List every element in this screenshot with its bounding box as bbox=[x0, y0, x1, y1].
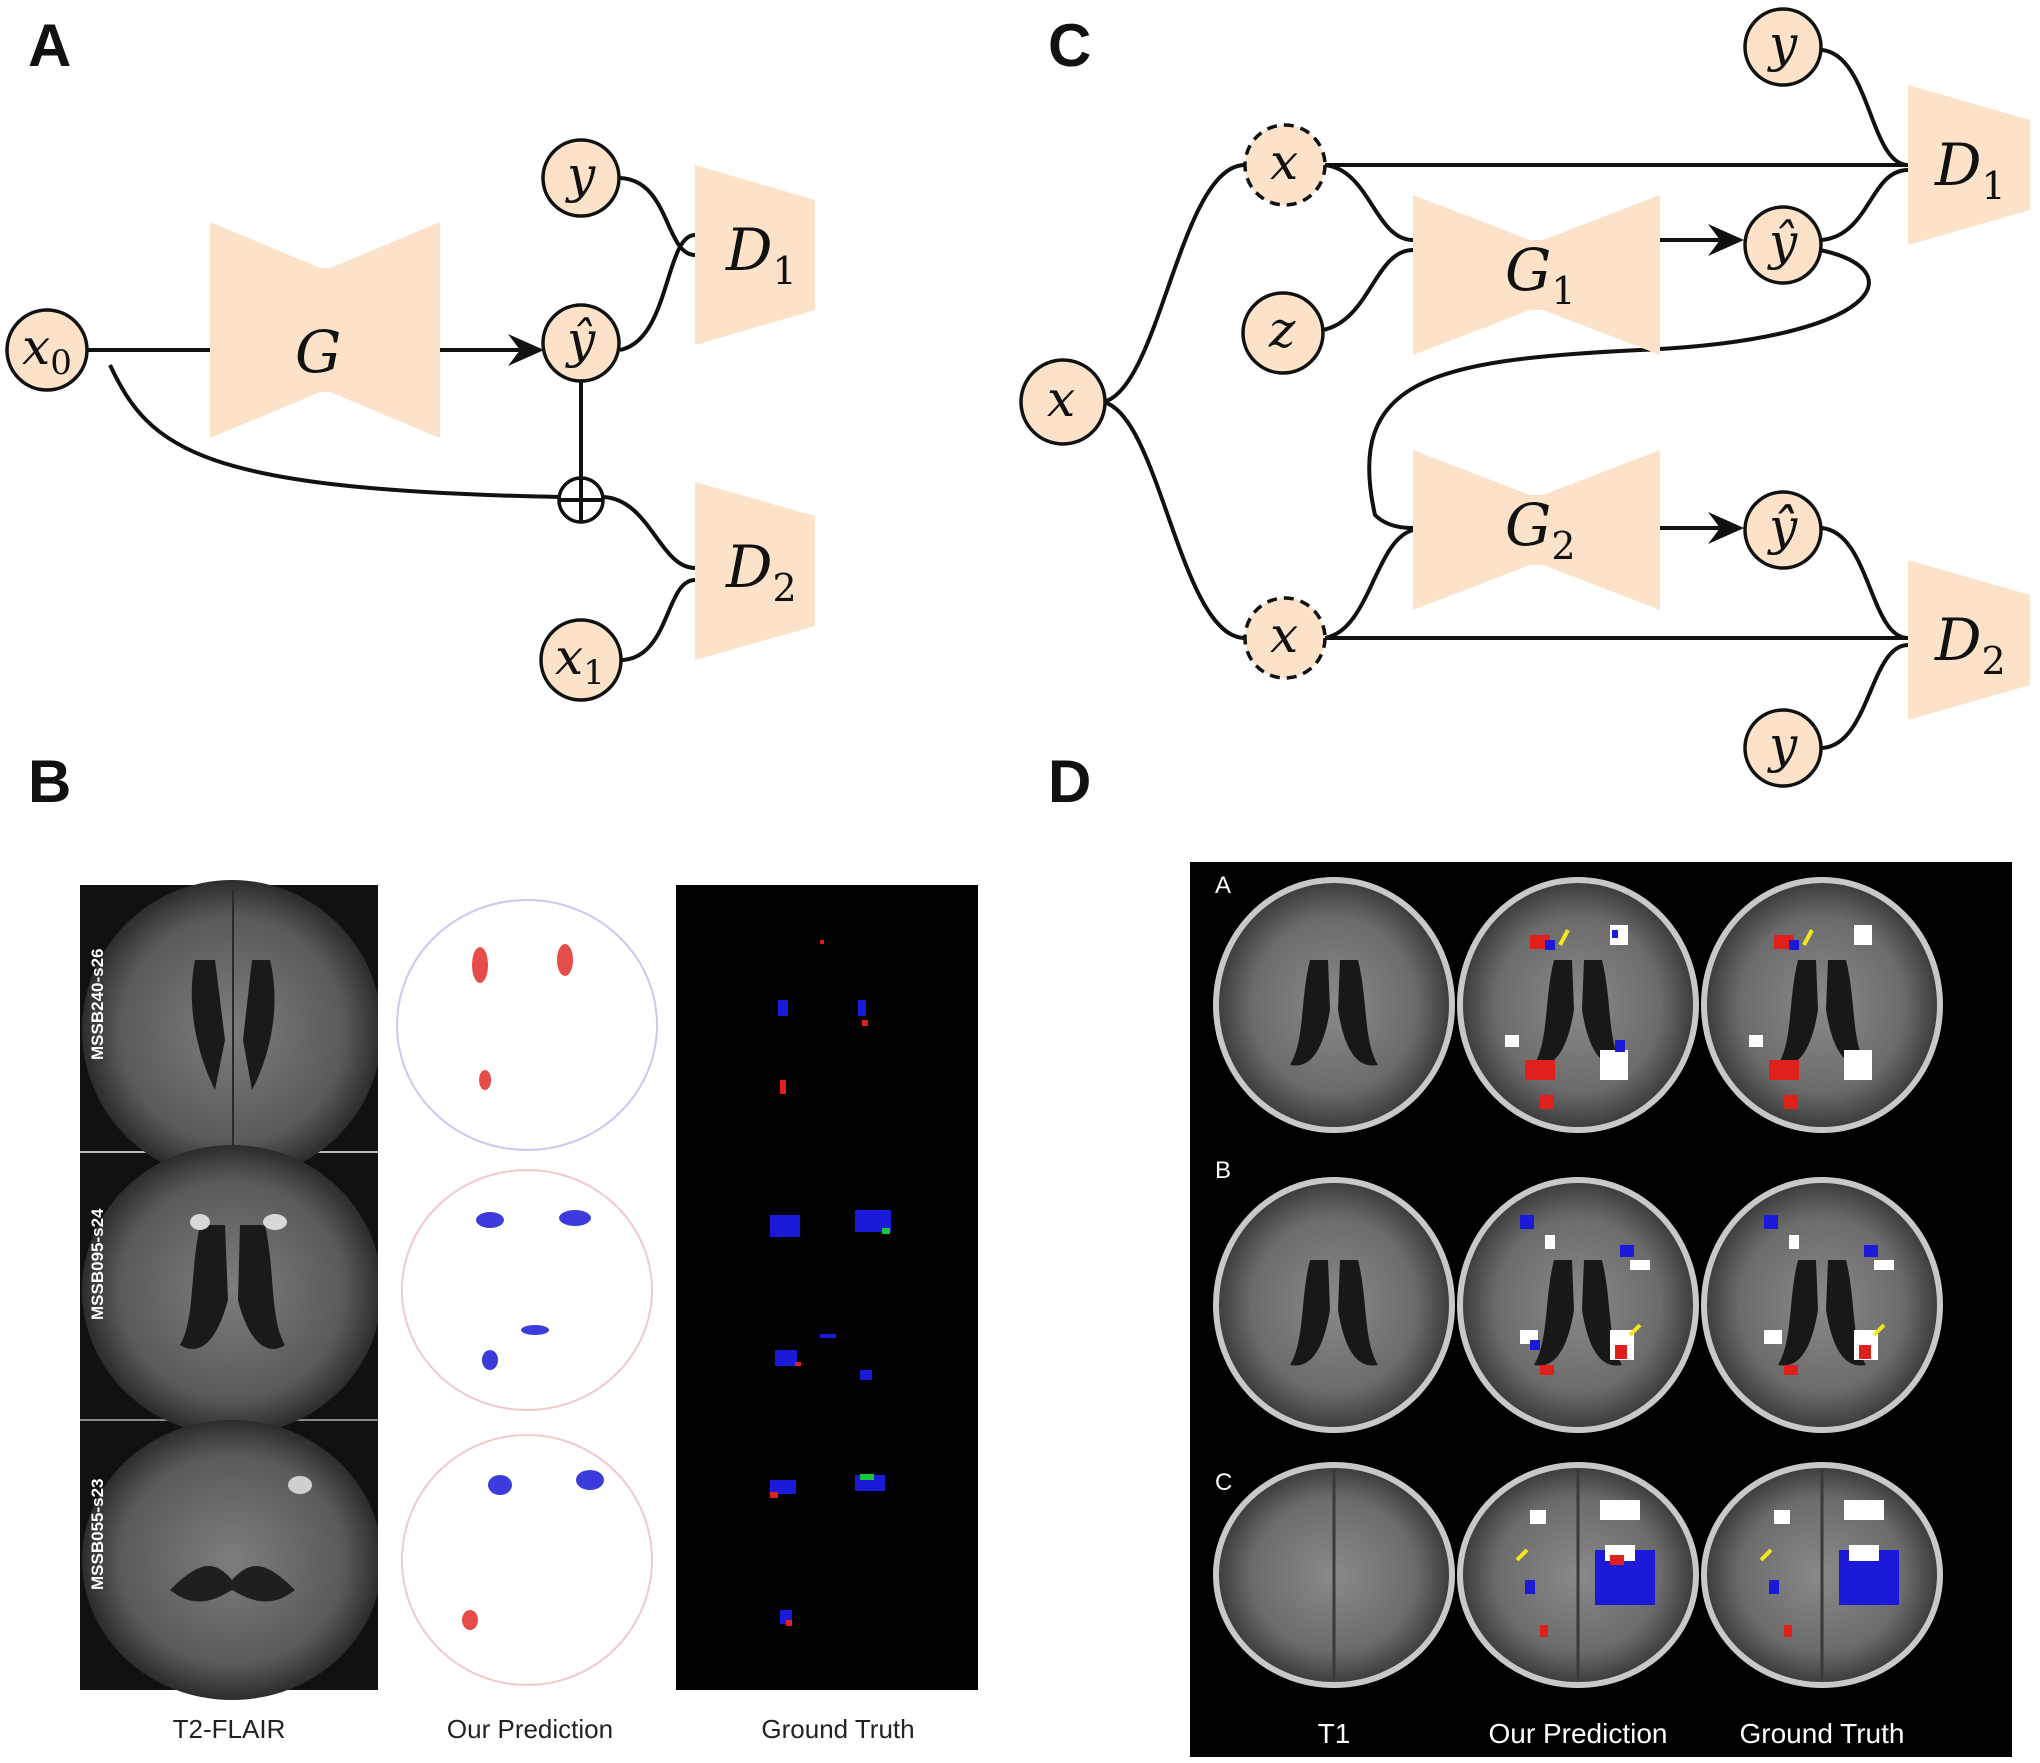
d2-c-label: D2 bbox=[1934, 606, 2006, 683]
wire-xtop-to-g1 bbox=[1324, 163, 1414, 242]
d-brain-row-b-ground-truth bbox=[1701, 1177, 1943, 1433]
d-brain-row-c-ground-truth bbox=[1701, 1462, 1943, 1688]
concat-plus-icon bbox=[559, 478, 603, 522]
generator-block-g2 bbox=[1413, 450, 1660, 610]
node-yhat bbox=[541, 303, 621, 383]
panel-letter-c: C bbox=[1048, 12, 1091, 79]
d-brain-row-c-t1 bbox=[1213, 1462, 1455, 1688]
discriminator-block-d2-c bbox=[1908, 560, 2030, 720]
g-label: G bbox=[295, 318, 341, 386]
wire-x1-to-d2 bbox=[619, 578, 696, 662]
discriminator-block-d1 bbox=[695, 165, 815, 345]
wire-yhathat-to-d2 bbox=[1821, 526, 1909, 640]
node-x-bottom-label: x bbox=[1270, 606, 1298, 664]
b-col-label-3: Ground Truth bbox=[761, 1714, 914, 1744]
node-x-bottom bbox=[1243, 596, 1327, 680]
d-col-label-1: T1 bbox=[1318, 1718, 1351, 1749]
node-x-top-label: x bbox=[1270, 133, 1298, 191]
wire-x-to-xbottom bbox=[1102, 400, 1246, 640]
wire-y-to-d1 bbox=[619, 176, 696, 257]
prediction-column-bg bbox=[378, 885, 676, 1690]
d-brain-row-b-t1 bbox=[1213, 1177, 1455, 1433]
d-row-letter-c: C bbox=[1215, 1469, 1232, 1496]
ground-truth-row-1 bbox=[778, 940, 868, 1094]
node-yhathat-c bbox=[1743, 490, 1823, 570]
ground-truth-column-bg bbox=[676, 885, 978, 1690]
panel-d-image-grid: A B C bbox=[1190, 862, 2012, 1757]
node-yhat-c-label: ŷ bbox=[1767, 213, 1798, 271]
ground-truth-row-3 bbox=[770, 1474, 885, 1626]
panel-letter-b: B bbox=[28, 748, 71, 815]
panel-c-diagram: G1 G2 D1 D2 x x x z ŷ ŷ̂ y y bbox=[1019, 7, 2030, 788]
wire-yhat-to-d1 bbox=[1821, 168, 1909, 242]
wire-z-to-g1 bbox=[1322, 248, 1414, 332]
ground-truth-row-2 bbox=[770, 1210, 891, 1380]
d1-label: D1 bbox=[725, 216, 797, 293]
node-x1 bbox=[539, 618, 623, 702]
wire-yhat-to-g2 bbox=[1367, 248, 1871, 530]
d-brain-row-b-prediction bbox=[1457, 1177, 1699, 1433]
row-tag-2: MSSB095-s24 bbox=[88, 1208, 107, 1320]
node-y-label: y bbox=[565, 146, 596, 204]
generator-block-g1 bbox=[1413, 195, 1660, 355]
node-z-label: z bbox=[1268, 301, 1296, 359]
node-x-input bbox=[1019, 358, 1107, 446]
d-brain-row-c-prediction bbox=[1457, 1462, 1699, 1688]
d1-c-label: D1 bbox=[1934, 131, 2006, 208]
node-yhathat-c-label: ŷ̂ bbox=[1767, 498, 1798, 556]
b-col-label-2: Our Prediction bbox=[447, 1714, 613, 1744]
generator-block-g bbox=[210, 222, 440, 438]
node-y-top-c-label: y bbox=[1767, 15, 1798, 73]
node-yhat-c bbox=[1743, 205, 1823, 285]
discriminator-block-d1-c bbox=[1908, 85, 2030, 245]
wire-yhat-to-d1 bbox=[619, 233, 696, 352]
row-tag-1: MSSB240-s26 bbox=[88, 948, 107, 1060]
node-y-bottom-c-label: y bbox=[1767, 716, 1798, 774]
d-row-letter-b: B bbox=[1215, 1157, 1231, 1184]
panel-letter-d: D bbox=[1048, 748, 1091, 815]
node-x0-label: x0 bbox=[22, 318, 72, 383]
d-brain-row-a-prediction bbox=[1457, 877, 1699, 1133]
flair-brain-row-3 bbox=[82, 1420, 382, 1700]
d-col-label-2: Our Prediction bbox=[1489, 1718, 1668, 1749]
g2-label: G2 bbox=[1505, 491, 1576, 568]
wire-ytop-to-d1 bbox=[1821, 48, 1909, 167]
node-y-bottom-c bbox=[1743, 708, 1823, 788]
node-y-top-c bbox=[1743, 7, 1823, 87]
wire-concat-to-d2 bbox=[603, 495, 696, 570]
prediction-brain-row-1 bbox=[396, 899, 658, 1151]
d-brain-row-a-t1 bbox=[1213, 877, 1455, 1133]
flair-brain-row-2 bbox=[82, 1145, 382, 1435]
wire-xbottom-to-g2 bbox=[1324, 528, 1414, 640]
wire-x0-to-concat bbox=[108, 364, 561, 499]
discriminator-block-d2 bbox=[695, 482, 815, 660]
row-tag-3: MSSB055-s23 bbox=[88, 1478, 107, 1590]
wire-x-to-xtop bbox=[1102, 163, 1246, 404]
panel-b-image-grid: MSSB240-s26 MSSB095-s24 MSSB055-s23 bbox=[80, 880, 978, 1744]
node-x-input-label: x bbox=[1047, 370, 1075, 428]
d-row-letter-a: A bbox=[1215, 872, 1231, 899]
d-col-label-3: Ground Truth bbox=[1740, 1718, 1905, 1749]
flair-brain-row-1 bbox=[82, 880, 382, 1180]
node-x0 bbox=[5, 308, 89, 392]
node-yhat-label: ŷ bbox=[565, 311, 596, 369]
node-x1-label: x1 bbox=[555, 628, 605, 693]
wire-ybottom-to-d2 bbox=[1821, 643, 1909, 750]
node-z bbox=[1241, 291, 1325, 375]
node-x-top bbox=[1243, 123, 1327, 207]
panel-a-diagram: G D1 D2 x0 y ŷ x1 bbox=[5, 138, 815, 702]
node-y bbox=[541, 138, 621, 218]
b-col-label-1: T2-FLAIR bbox=[173, 1714, 286, 1744]
g1-label: G1 bbox=[1505, 236, 1576, 313]
panel-letter-a: A bbox=[28, 12, 71, 79]
prediction-brain-row-3 bbox=[401, 1434, 653, 1686]
prediction-brain-row-2 bbox=[401, 1169, 653, 1411]
d-brain-row-a-ground-truth bbox=[1701, 877, 1943, 1133]
d2-label: D2 bbox=[725, 533, 797, 610]
